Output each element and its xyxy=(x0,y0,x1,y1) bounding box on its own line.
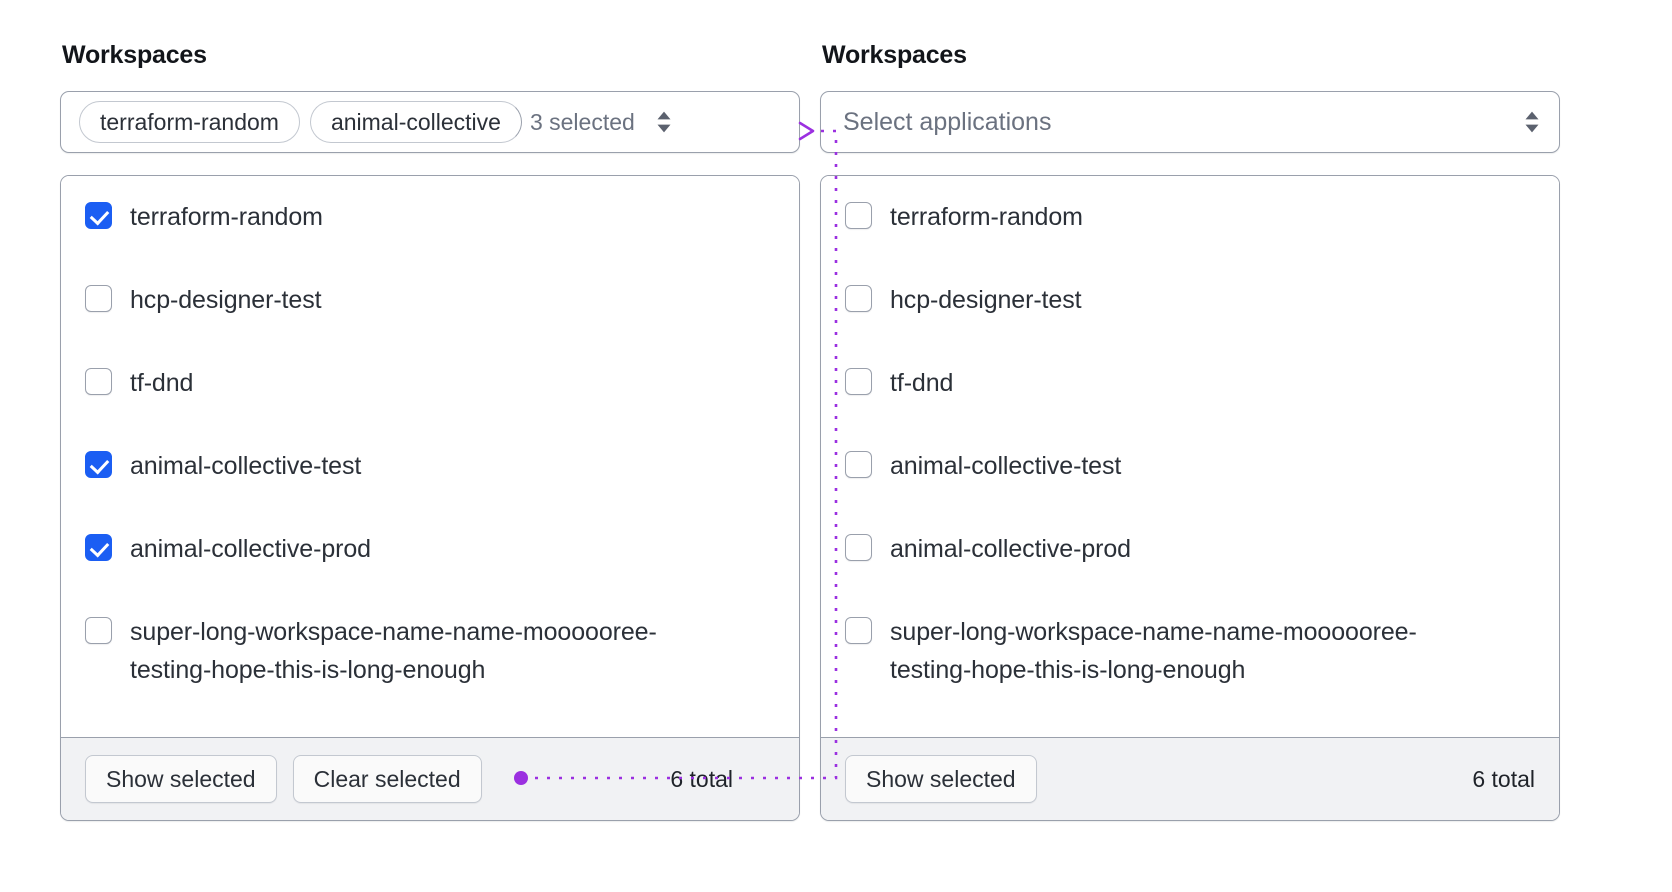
right-total-count: 6 total xyxy=(1472,765,1535,792)
caret-sort-icon[interactable] xyxy=(653,109,675,135)
checkbox-icon[interactable] xyxy=(85,451,112,478)
option-label: terraform-random xyxy=(890,203,1083,231)
checkbox-icon[interactable] xyxy=(85,285,112,312)
chip-animal-collective[interactable]: animal-collective xyxy=(309,101,522,143)
option-label: super-long-workspace-name-name-moooooree… xyxy=(890,618,1417,684)
checkbox-icon[interactable] xyxy=(845,534,872,561)
list-item[interactable]: animal-collective-prod xyxy=(61,530,799,613)
option-label: tf-dnd xyxy=(130,369,194,397)
left-select-control[interactable]: terraform-random animal-collective 3 sel… xyxy=(60,91,800,153)
show-selected-button[interactable]: Show selected xyxy=(85,755,277,803)
caret-sort-icon[interactable] xyxy=(1521,109,1543,135)
checkbox-icon[interactable] xyxy=(85,617,112,644)
list-item[interactable]: animal-collective-test xyxy=(821,447,1559,530)
option-label: animal-collective-prod xyxy=(890,535,1131,563)
chip-terraform-random[interactable]: terraform-random xyxy=(79,101,300,143)
checkbox-icon[interactable] xyxy=(845,202,872,229)
option-label: tf-dnd xyxy=(890,369,954,397)
option-label: terraform-random xyxy=(130,203,323,231)
left-listbox: terraform-random hcp-designer-test tf-dn… xyxy=(60,175,800,821)
checkbox-icon[interactable] xyxy=(85,202,112,229)
checkbox-icon[interactable] xyxy=(845,285,872,312)
list-item[interactable]: hcp-designer-test xyxy=(61,281,799,364)
left-selected-chips: terraform-random animal-collective xyxy=(79,101,522,143)
option-label: animal-collective-test xyxy=(890,452,1122,480)
list-item[interactable]: super-long-workspace-name-name-moooooree… xyxy=(821,613,1559,717)
right-listbox: terraform-random hcp-designer-test tf-dn… xyxy=(820,175,1560,821)
list-item[interactable]: animal-collective-test xyxy=(61,447,799,530)
left-total-count: 6 total xyxy=(670,765,733,792)
option-label: hcp-designer-test xyxy=(890,286,1082,314)
left-listbox-footer: Show selected Clear selected 6 total xyxy=(61,737,799,820)
right-select-placeholder: Select applications xyxy=(843,107,1052,136)
list-item[interactable]: tf-dnd xyxy=(61,364,799,447)
list-item[interactable]: super-long-workspace-name-name-moooooree… xyxy=(61,613,799,717)
list-item[interactable]: animal-collective-prod xyxy=(821,530,1559,613)
right-options-list: terraform-random hcp-designer-test tf-dn… xyxy=(821,176,1559,737)
list-item[interactable]: terraform-random xyxy=(821,198,1559,281)
annotation-arrowhead xyxy=(798,121,815,141)
checkbox-icon[interactable] xyxy=(845,451,872,478)
left-field-label: Workspaces xyxy=(62,41,207,69)
right-multiselect-panel: Workspaces Select applications terraform… xyxy=(820,40,1560,821)
left-select-meta: 3 selected xyxy=(530,109,675,136)
left-selected-count: 3 selected xyxy=(529,108,635,135)
option-label: hcp-designer-test xyxy=(130,286,322,314)
list-item[interactable]: hcp-designer-test xyxy=(821,281,1559,364)
option-label: super-long-workspace-name-name-moooooree… xyxy=(130,618,657,684)
list-item[interactable]: terraform-random xyxy=(61,198,799,281)
left-multiselect-panel: Workspaces terraform-random animal-colle… xyxy=(60,40,800,821)
show-selected-button[interactable]: Show selected xyxy=(845,755,1037,803)
right-field-label: Workspaces xyxy=(822,41,967,69)
checkbox-icon[interactable] xyxy=(845,617,872,644)
checkbox-icon[interactable] xyxy=(845,368,872,395)
list-item[interactable]: tf-dnd xyxy=(821,364,1559,447)
checkbox-icon[interactable] xyxy=(85,534,112,561)
right-select-control[interactable]: Select applications xyxy=(820,91,1560,153)
clear-selected-button[interactable]: Clear selected xyxy=(292,755,482,803)
left-options-list: terraform-random hcp-designer-test tf-dn… xyxy=(61,176,799,737)
option-label: animal-collective-test xyxy=(130,452,362,480)
checkbox-icon[interactable] xyxy=(85,368,112,395)
option-label: animal-collective-prod xyxy=(130,535,371,563)
right-listbox-footer: Show selected 6 total xyxy=(821,737,1559,820)
